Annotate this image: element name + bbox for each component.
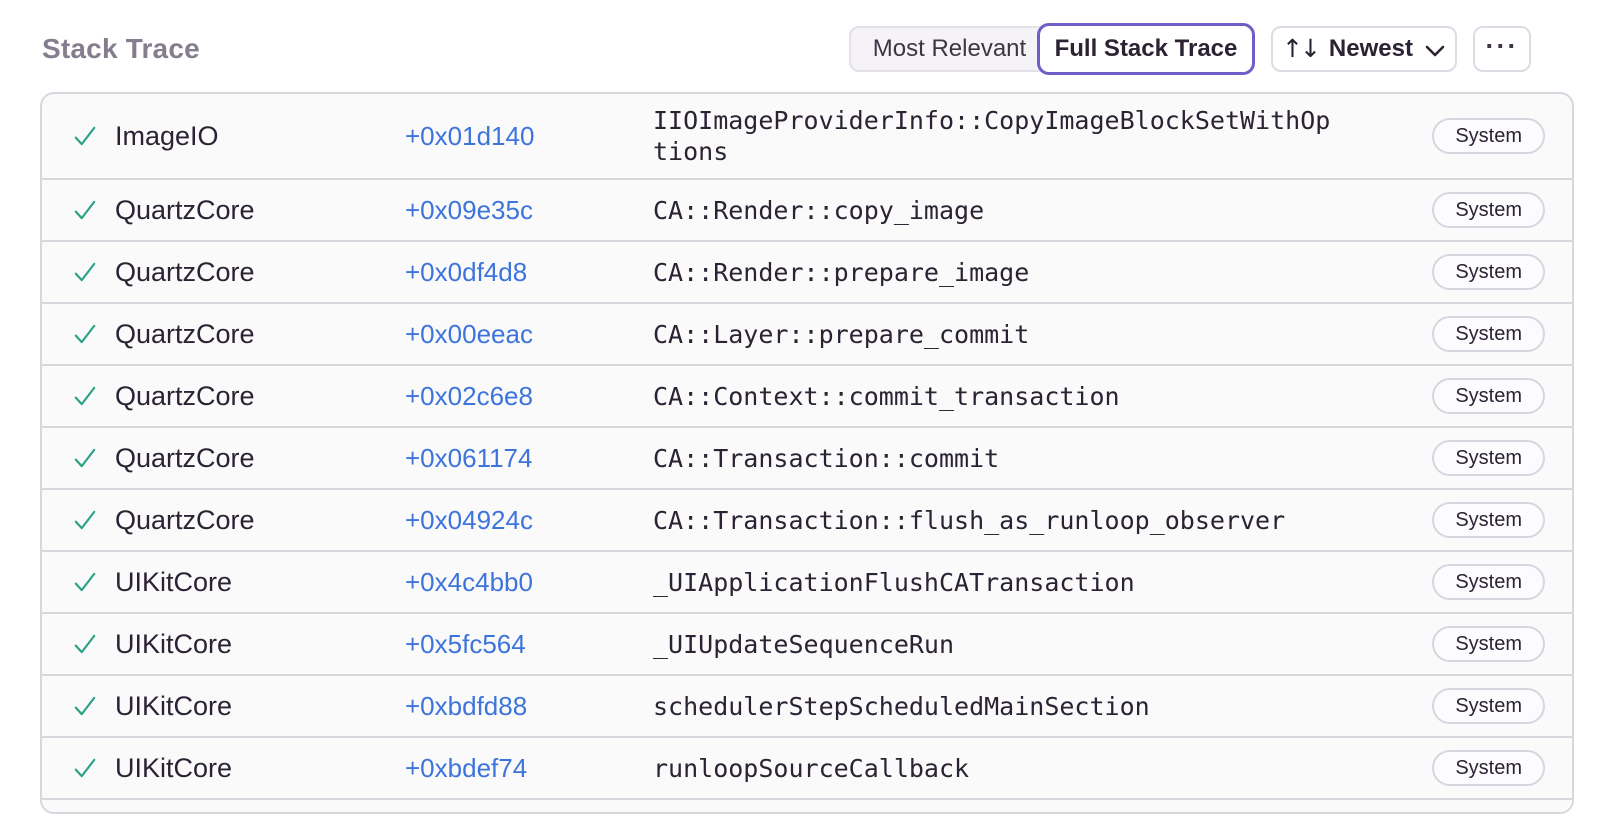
check-icon [72,445,98,471]
chevron-down-icon [1424,43,1446,59]
stack-frame-row[interactable]: QuartzCore +0x0df4d8 CA::Render::prepare… [42,242,1572,304]
frame-function: CA::Transaction::flush_as_runloop_observ… [653,505,1286,535]
system-badge: System [1432,688,1545,724]
frame-address-link[interactable]: +0x0df4d8 [405,256,528,287]
check-icon [72,507,98,533]
stack-frame-row[interactable]: UIKitCore +0x4c4bb0 _UIApplicationFlushC… [42,552,1572,614]
frame-module: QuartzCore [115,318,255,349]
frame-address-link[interactable]: +0x04924c [405,504,533,535]
page-title: Stack Trace [42,33,200,64]
frame-function: CA::Context::commit_transaction [653,381,1120,411]
stack-frame-row[interactable]: UIKitCore +0x5fc564 _UIUpdateSequenceRun… [42,614,1572,676]
system-badge: System [1432,440,1545,476]
sort-label: Newest [1328,35,1413,62]
most-relevant-button[interactable]: Most Relevant [849,26,1050,72]
frame-module: UIKitCore [115,566,233,597]
sort-arrows-icon: ↑↓ [1282,33,1321,63]
most-relevant-label: Most Relevant [872,35,1027,62]
system-badge: System [1432,564,1545,600]
frame-function: CA::Render::copy_image [653,195,985,225]
frame-module: QuartzCore [115,256,255,287]
frame-address-link[interactable]: +0xbdef74 [405,752,528,783]
frame-address-link[interactable]: +0x5fc564 [405,628,526,659]
ellipsis-icon: ··· [1485,30,1519,61]
check-icon [72,755,98,781]
frame-function: IIOImageProviderInfo::CopyImageBlockSetW… [653,106,1331,166]
check-icon [72,383,98,409]
frame-module: UIKitCore [115,752,233,783]
stack-frame-row[interactable]: UIKitCore +0xbdfd88 schedulerStepSchedul… [42,676,1572,738]
frame-function: CA::Transaction::commit [653,443,1000,473]
stack-trace-list: ImageIO +0x01d140 IIOImageProviderInfo::… [40,92,1574,814]
frame-address-link[interactable]: +0x09e35c [405,194,533,225]
system-badge: System [1432,502,1545,538]
stack-frame-row[interactable]: QuartzCore +0x02c6e8 CA::Context::commit… [42,366,1572,428]
check-icon [72,321,98,347]
frame-function: schedulerStepScheduledMainSection [653,691,1150,721]
system-badge: System [1432,118,1545,154]
clipped-next-row [42,800,1572,812]
stack-frame-row[interactable]: QuartzCore +0x00eeac CA::Layer::prepare_… [42,304,1572,366]
frame-function: runloopSourceCallback [653,753,970,783]
system-badge: System [1432,254,1545,290]
stack-frame-row[interactable]: QuartzCore +0x09e35c CA::Render::copy_im… [42,180,1572,242]
frame-module: UIKitCore [115,628,233,659]
frame-address-link[interactable]: +0x061174 [405,442,533,473]
check-icon [72,259,98,285]
system-badge: System [1432,316,1545,352]
frame-address-link[interactable]: +0x4c4bb0 [405,566,533,597]
frame-function: _UIApplicationFlushCATransaction [653,567,1135,597]
frame-module: QuartzCore [115,442,255,473]
check-icon [72,569,98,595]
full-stack-trace-button[interactable]: Full Stack Trace [1037,23,1255,75]
frame-function: _UIUpdateSequenceRun [653,629,955,659]
check-icon [72,197,98,223]
check-icon [72,123,98,149]
check-icon [72,631,98,657]
frame-module: QuartzCore [115,380,255,411]
stack-frame-row[interactable]: QuartzCore +0x061174 CA::Transaction::co… [42,428,1572,490]
stack-trace-header: Stack Trace Most Relevant Full Stack Tra… [0,0,1614,92]
check-icon [72,693,98,719]
frame-function: CA::Render::prepare_image [653,257,1030,287]
frame-function: CA::Layer::prepare_commit [653,319,1030,349]
stack-frame-row[interactable]: ImageIO +0x01d140 IIOImageProviderInfo::… [42,94,1572,180]
stack-frame-row[interactable]: UIKitCore +0xbdef74 runloopSourceCallbac… [42,738,1572,800]
system-badge: System [1432,192,1545,228]
frame-address-link[interactable]: +0x02c6e8 [405,380,533,411]
stack-frame-row[interactable]: QuartzCore +0x04924c CA::Transaction::fl… [42,490,1572,552]
system-badge: System [1432,750,1545,786]
frame-address-link[interactable]: +0x00eeac [405,318,533,349]
frame-module: QuartzCore [115,194,255,225]
frame-module: QuartzCore [115,504,255,535]
frame-address-link[interactable]: +0xbdfd88 [405,690,528,721]
sort-newest-dropdown[interactable]: ↑↓ Newest [1271,26,1457,72]
frame-address-link[interactable]: +0x01d140 [405,120,535,151]
more-options-button[interactable]: ··· [1473,26,1531,72]
system-badge: System [1432,378,1545,414]
full-stack-trace-label: Full Stack Trace [1054,35,1238,62]
system-badge: System [1432,626,1545,662]
frame-module: ImageIO [115,120,219,151]
frame-module: UIKitCore [115,690,233,721]
